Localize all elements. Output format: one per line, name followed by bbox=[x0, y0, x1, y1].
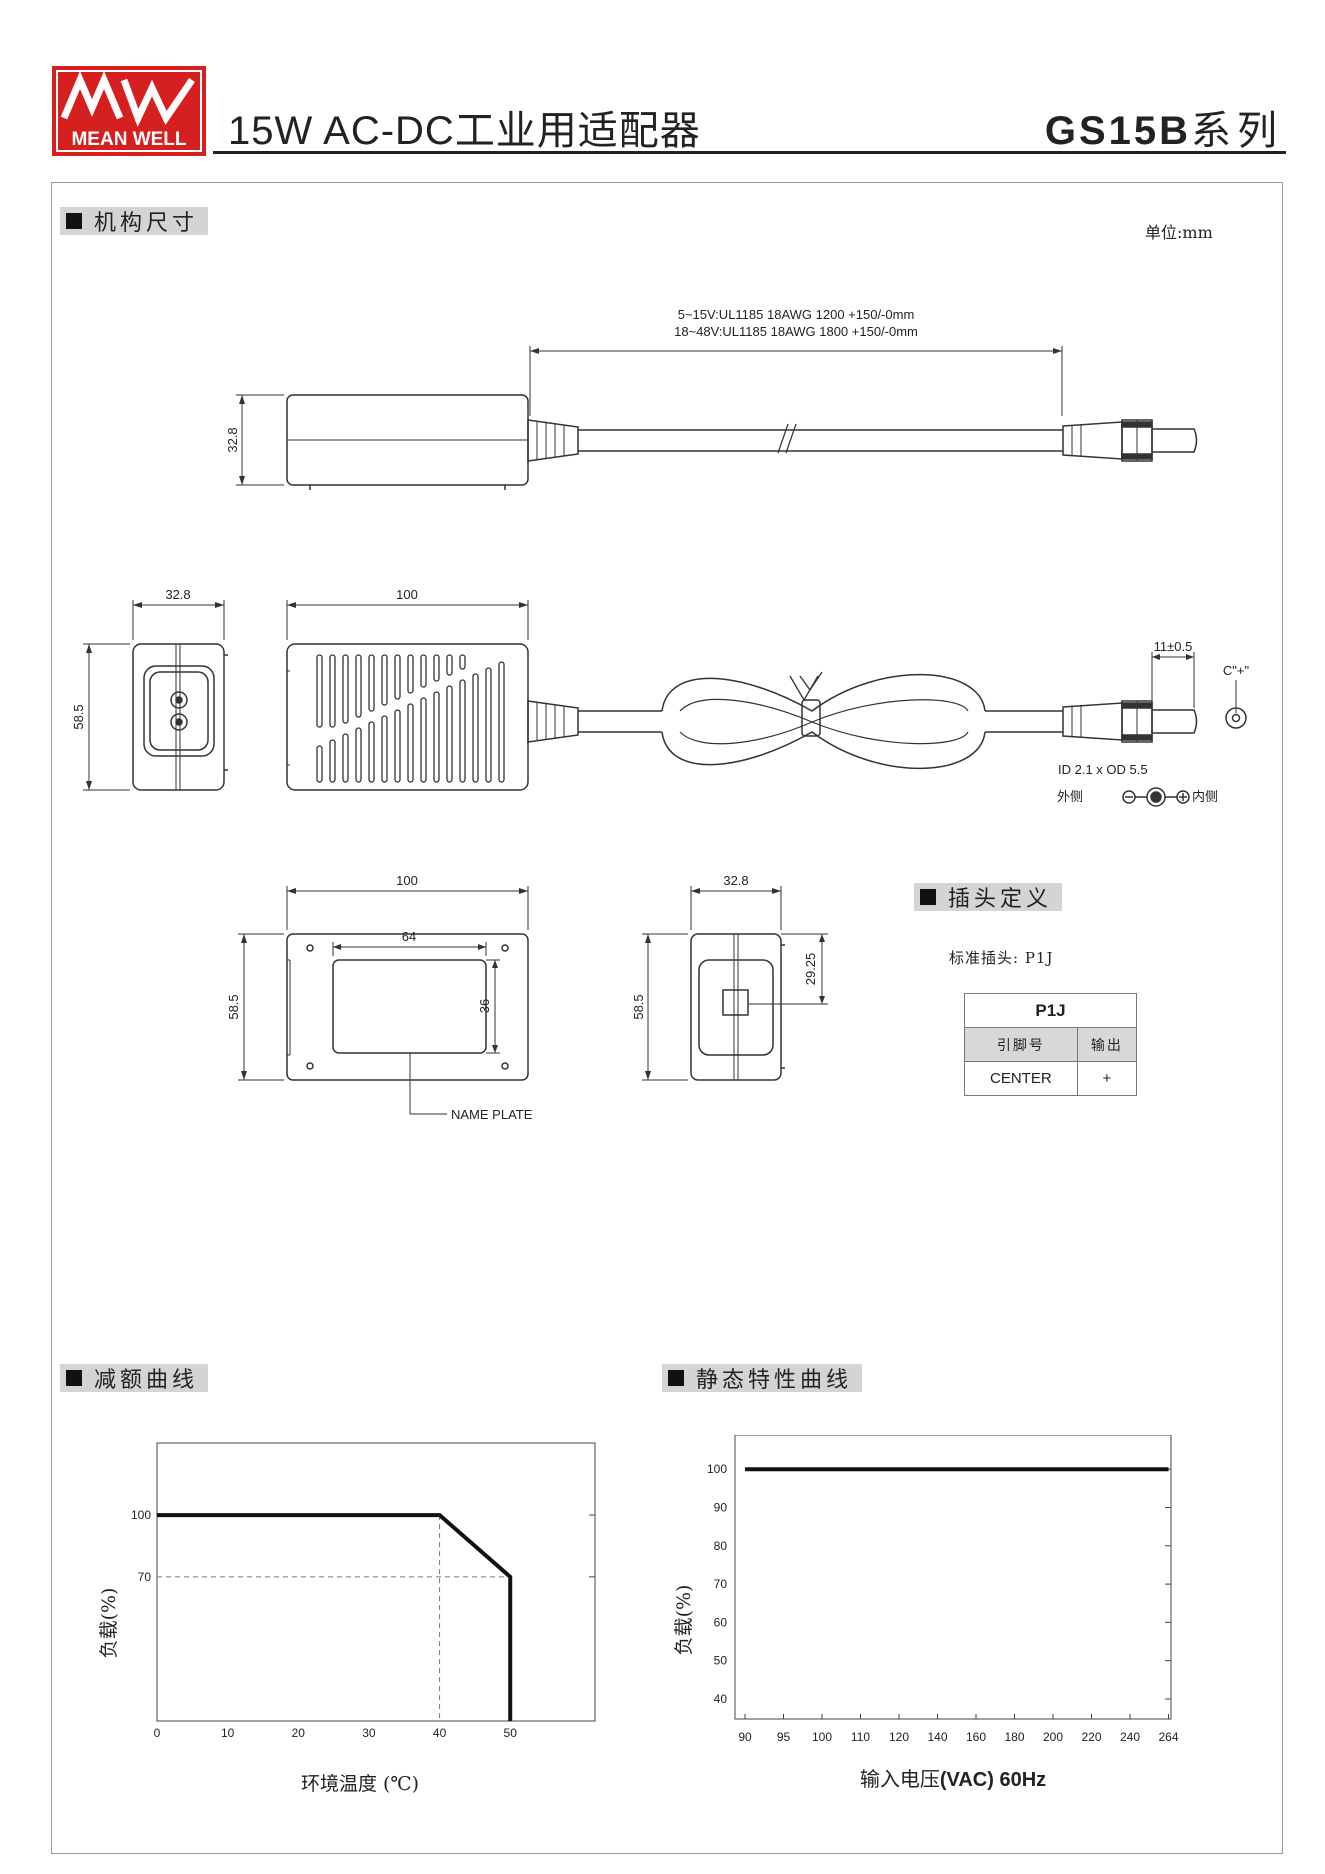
polarity-inner-label: 内侧 bbox=[1192, 789, 1218, 805]
static-y-label: 负载(%) bbox=[673, 1585, 695, 1656]
unit-label: 单位:mm bbox=[1145, 223, 1213, 242]
derating-x-tick-label: 40 bbox=[433, 1726, 447, 1740]
static-y-tick-label: 60 bbox=[714, 1615, 728, 1629]
dim-top-length: 100 bbox=[396, 587, 418, 602]
static-x-label-en: (VAC) 60Hz bbox=[940, 1769, 1046, 1791]
mechanical-section-header: 机构尺寸 bbox=[60, 207, 209, 236]
derating-x-tick-label: 10 bbox=[221, 1726, 235, 1740]
derating-y-label: 负载(%) bbox=[98, 1588, 120, 1659]
static-x-tick-label: 160 bbox=[966, 1730, 986, 1744]
polarity-outer-label: 外侧 bbox=[1057, 790, 1083, 805]
output-column-header: 输出 bbox=[1076, 1027, 1138, 1062]
static-y-tick-label: 70 bbox=[714, 1577, 728, 1591]
logo-text: MEAN WELL bbox=[71, 129, 186, 150]
inlet-view-body bbox=[690, 933, 782, 1081]
derating-chart: 70 100 0 10 20 30 40 50 负载(%) 环境温度 (℃) bbox=[98, 1442, 596, 1795]
static-x-tick-label: 200 bbox=[1043, 1730, 1063, 1744]
derating-x-tick-label: 30 bbox=[362, 1726, 376, 1740]
series-name: GS15B系列 bbox=[1045, 98, 1283, 156]
dim-plug-length: 11±0.5 bbox=[1154, 639, 1193, 654]
derating-x-tick-label: 50 bbox=[504, 1726, 518, 1740]
dim-side-height: 32.8 bbox=[225, 427, 240, 452]
pin-table: P1J 引脚号 输出 CENTER + bbox=[964, 993, 1138, 1096]
static-x-ticks: 90 95 100 110 120 140 160 180 200 220 240 264 bbox=[738, 1714, 1179, 1744]
static-y-tick-label: 50 bbox=[714, 1654, 728, 1668]
static-x-tick-label: 264 bbox=[1158, 1730, 1178, 1744]
static-x-label-cn: 输入电压 bbox=[860, 1767, 940, 1791]
static-section-header: 静态特性曲线 bbox=[662, 1364, 863, 1393]
derating-section-header: 减额曲线 bbox=[60, 1364, 209, 1393]
derating-x-tick-label: 20 bbox=[292, 1726, 306, 1740]
plug-section-title: 插头定义 bbox=[948, 887, 1053, 912]
cable-spec-line2: 18~48V:UL1185 18AWG 1800 +150/-0mm bbox=[674, 324, 918, 339]
derating-section-title: 减额曲线 bbox=[94, 1368, 199, 1393]
static-x-tick-label: 140 bbox=[927, 1730, 947, 1744]
static-x-tick-label: 120 bbox=[889, 1730, 909, 1744]
end-view-body bbox=[132, 643, 225, 791]
bullet-square-icon bbox=[66, 1370, 82, 1386]
cable-spec-line1: 5~15V:UL1185 18AWG 1200 +150/-0mm bbox=[678, 307, 915, 322]
mechanical-drawing: 5~15V:UL1185 18AWG 1200 +150/-0mm 18~48V… bbox=[71, 307, 1250, 1122]
static-x-tick-label: 95 bbox=[777, 1730, 791, 1744]
pin-cell: CENTER bbox=[964, 1061, 1078, 1096]
name-plate-area bbox=[332, 959, 487, 1054]
plug-size-label: ID 2.1 x OD 5.5 bbox=[1058, 762, 1148, 777]
dim-end-height: 58.5 bbox=[71, 704, 86, 729]
derating-series bbox=[157, 1513, 513, 1721]
series-model: GS15B bbox=[1044, 109, 1191, 153]
derating-plot-frame bbox=[156, 1442, 596, 1722]
dim-bottom-length: 100 bbox=[396, 873, 418, 888]
dim-plate-height: 36 bbox=[477, 999, 492, 1013]
static-chart: 40 50 60 70 80 90 100 90 95 100 110 120 140 160 180 20… bbox=[673, 1435, 1179, 1791]
bullet-square-icon bbox=[66, 213, 82, 229]
output-cell: + bbox=[1076, 1061, 1138, 1096]
static-x-tick-label: 100 bbox=[812, 1730, 832, 1744]
static-y-tick-label: 100 bbox=[707, 1462, 727, 1476]
static-x-tick-label: 220 bbox=[1081, 1730, 1101, 1744]
static-y-tick-label: 80 bbox=[714, 1539, 728, 1553]
derating-y-tick-label: 70 bbox=[138, 1570, 152, 1584]
static-y-ticks: 40 50 60 70 80 90 100 bbox=[707, 1462, 1171, 1706]
content-frame bbox=[51, 182, 1283, 1854]
static-y-tick-label: 90 bbox=[714, 1501, 728, 1515]
static-x-tick-label: 240 bbox=[1120, 1730, 1140, 1744]
bullet-square-icon bbox=[668, 1370, 684, 1386]
header-rule bbox=[213, 151, 1286, 154]
derating-y-ticks: 70 100 bbox=[131, 1508, 595, 1584]
dim-inlet-height: 58.5 bbox=[631, 994, 646, 1019]
standard-plug-label: 标准插头: P1J bbox=[949, 949, 1054, 967]
dim-plate-width: 64 bbox=[402, 929, 416, 944]
static-plot-frame bbox=[734, 1435, 1172, 1720]
dim-inlet-width: 32.8 bbox=[723, 873, 748, 888]
pin-table-header: P1J bbox=[964, 993, 1137, 1028]
static-x-label: 输入电压(VAC) 60Hz bbox=[860, 1767, 1046, 1791]
dim-end-width: 32.8 bbox=[165, 587, 190, 602]
static-x-tick-label: 90 bbox=[738, 1730, 752, 1744]
plug-section-header: 插头定义 bbox=[914, 883, 1063, 912]
pin-column-header: 引脚号 bbox=[964, 1027, 1078, 1062]
plug-center-label: C"+" bbox=[1223, 663, 1250, 678]
series-suffix: 系列 bbox=[1191, 109, 1283, 153]
static-section-title: 静态特性曲线 bbox=[696, 1368, 853, 1393]
mean-well-logo: MEAN WELL bbox=[52, 66, 206, 156]
static-y-tick-label: 40 bbox=[714, 1692, 728, 1706]
derating-reference-lines bbox=[157, 1515, 511, 1721]
derating-line bbox=[157, 1513, 513, 1721]
bullet-square-icon bbox=[920, 889, 936, 905]
dim-bottom-height: 58.5 bbox=[226, 994, 241, 1019]
derating-x-label: 环境温度 (℃) bbox=[301, 1773, 419, 1795]
derating-x-tick-label: 0 bbox=[154, 1726, 161, 1740]
static-x-tick-label: 110 bbox=[851, 1730, 870, 1744]
name-plate-label: NAME PLATE bbox=[451, 1107, 533, 1122]
page-title: 15W AC-DC工业用适配器 bbox=[228, 109, 701, 153]
derating-x-ticks: 0 10 20 30 40 50 bbox=[154, 1726, 518, 1740]
derating-y-tick-label: 100 bbox=[131, 1508, 151, 1522]
table-row: CENTER + bbox=[964, 1061, 1138, 1096]
static-x-tick-label: 180 bbox=[1004, 1730, 1024, 1744]
dim-inlet-offset: 29.25 bbox=[803, 953, 818, 986]
mechanical-section-title: 机构尺寸 bbox=[94, 211, 199, 236]
bottom-view-body bbox=[286, 933, 529, 1081]
